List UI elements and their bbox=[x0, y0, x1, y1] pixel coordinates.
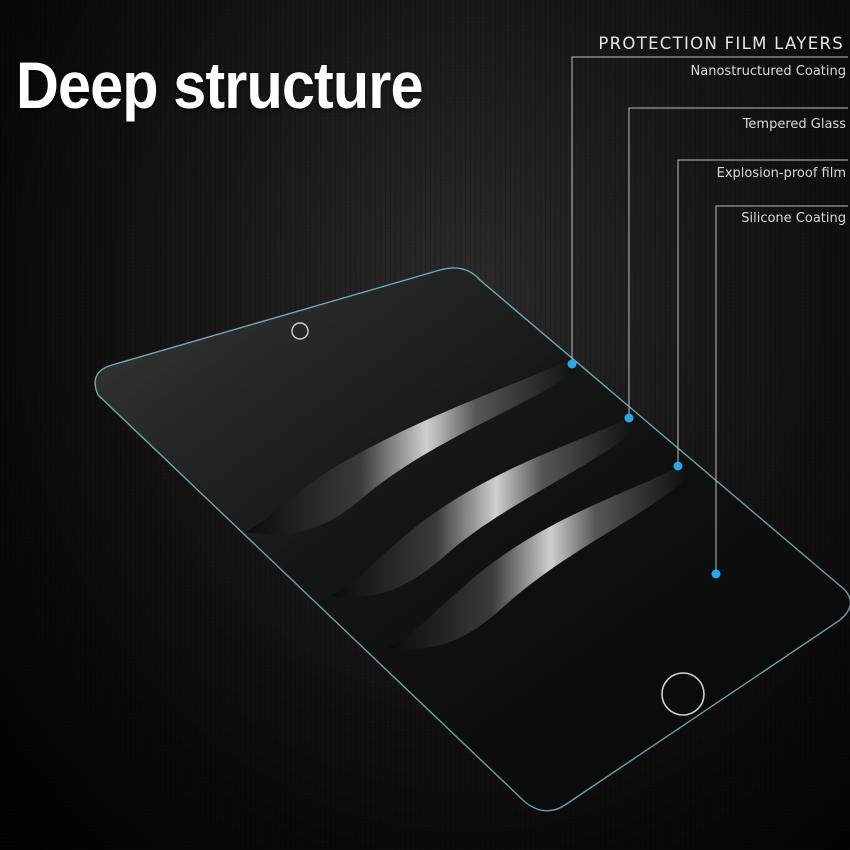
callout-dot-silicone bbox=[711, 569, 721, 579]
layers-title: PROTECTION FILM LAYERS bbox=[598, 34, 844, 53]
callout-line-silicone bbox=[715, 205, 848, 574]
layer-label-silicone: Silicone Coating bbox=[741, 211, 846, 226]
film-layer-1 bbox=[245, 358, 575, 535]
headline: Deep structure bbox=[16, 48, 424, 122]
callout-line-tempered bbox=[628, 107, 848, 418]
film-layer-3 bbox=[388, 466, 684, 650]
layer-label-explosion: Explosion-proof film bbox=[716, 166, 846, 181]
front-camera-icon bbox=[291, 322, 309, 340]
home-button-icon bbox=[661, 672, 705, 716]
callout-line-nanostructured bbox=[571, 56, 848, 364]
glass-panel bbox=[94, 267, 850, 812]
layer-label-nanostructured: Nanostructured Coating bbox=[690, 64, 846, 79]
callout-line-explosion bbox=[677, 159, 848, 466]
callout-dot-nanostructured bbox=[567, 359, 577, 369]
callout-dots bbox=[567, 359, 721, 579]
callout-dot-explosion bbox=[673, 461, 683, 471]
layer-label-tempered: Tempered Glass bbox=[742, 117, 846, 132]
film-layer-2 bbox=[330, 418, 632, 598]
callout-lines bbox=[571, 56, 848, 574]
callout-dot-tempered bbox=[624, 413, 634, 423]
